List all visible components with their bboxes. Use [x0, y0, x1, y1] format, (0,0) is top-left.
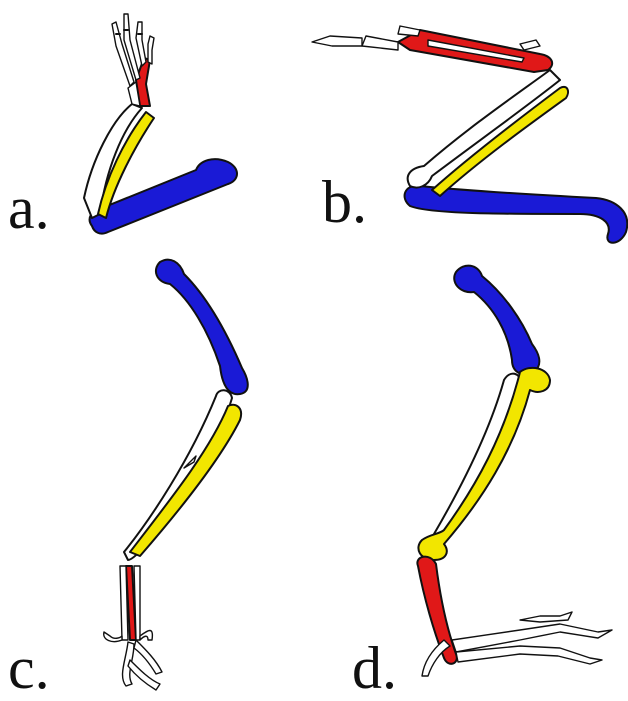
panel-b-white-bone — [408, 70, 560, 188]
panel-d-foot-bone-2 — [456, 646, 602, 664]
panel-c-white-small-bone-1 — [120, 566, 128, 640]
panel-d-blue-bone — [454, 266, 539, 375]
panel-b-digit-3 — [398, 26, 420, 36]
panel-a-digit-4 — [148, 36, 154, 64]
panel-label-d: d. — [352, 638, 397, 698]
panel-b-digit-2 — [312, 36, 362, 46]
panel-label-a: a. — [8, 178, 50, 238]
panel-d-foot-bone-3 — [520, 612, 572, 622]
panel-label-c: c. — [8, 638, 50, 698]
panel-label-b: b. — [322, 172, 367, 232]
panel-c-white-bone — [124, 390, 232, 560]
panel-c-blue-bone — [156, 260, 248, 395]
panel-a-limb — [84, 14, 237, 234]
panel-c-claw-1 — [104, 632, 122, 642]
panel-c-claw-4 — [140, 631, 152, 641]
panel-c-limb — [104, 260, 248, 690]
panel-b-digit-1 — [362, 36, 398, 50]
panel-d-limb — [417, 266, 612, 676]
panel-d-white-bone — [434, 374, 522, 540]
panel-b-digit-4 — [520, 40, 540, 50]
panel-c-yellow-bone — [130, 405, 241, 556]
panel-a-digit-3 — [136, 22, 146, 66]
